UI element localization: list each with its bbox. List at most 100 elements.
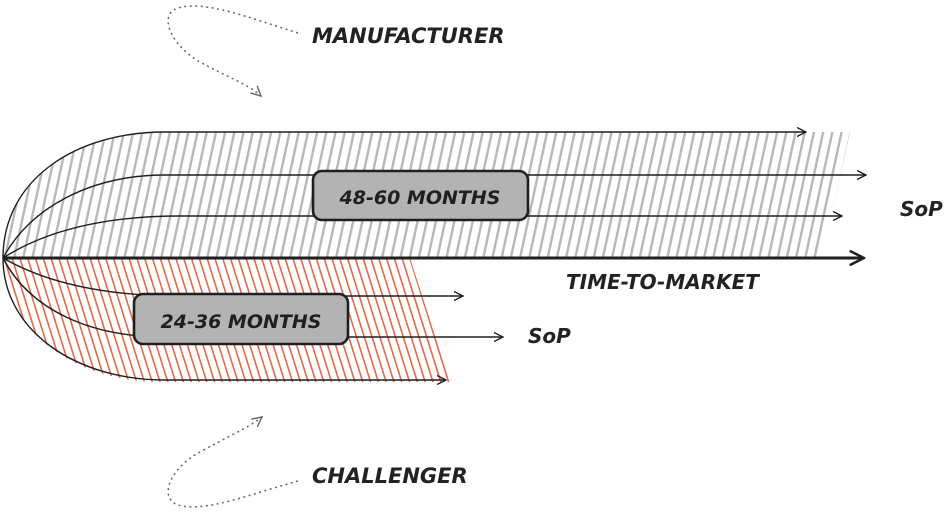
challenger-duration-box: 24-36 MONTHS bbox=[132, 292, 350, 346]
manufacturer-duration-text: 48-60 MONTHS bbox=[339, 187, 501, 209]
challenger-hatch-line bbox=[104, 258, 146, 382]
manufacturer-hatch-line bbox=[187, 132, 218, 258]
challenger-hatch-line bbox=[41, 258, 84, 382]
manufacturer-hatch-line bbox=[619, 132, 650, 258]
manufacturer-path-middle bbox=[2, 175, 866, 259]
manufacturer-hatch-line bbox=[592, 132, 623, 258]
manufacturer-hatch-line bbox=[730, 132, 761, 258]
manufacturer-hatch-line bbox=[803, 132, 834, 258]
challenger-hatch-line bbox=[10, 258, 53, 382]
manufacturer-hatch-line bbox=[739, 132, 770, 258]
manufacturer-path-bottom bbox=[2, 216, 842, 259]
challenger-hatch-line bbox=[96, 258, 138, 382]
manufacturer-loop-arrow bbox=[167, 5, 299, 96]
manufacturer-hatch-line bbox=[757, 132, 788, 258]
challenger-label: CHALLENGER bbox=[312, 464, 468, 488]
manufacturer-duration-box: 48-60 MONTHS bbox=[311, 169, 530, 222]
challenger-hatch-line bbox=[408, 258, 450, 382]
manufacturer-hatch-line bbox=[656, 132, 687, 258]
manufacturer-hatch-line bbox=[601, 132, 632, 258]
challenger-hatch-line bbox=[49, 258, 92, 382]
challenger-hatch-line bbox=[80, 258, 123, 382]
manufacturer-hatch-line bbox=[270, 132, 301, 258]
challenger-hatch-line bbox=[65, 258, 107, 382]
manufacturer-hatch-line bbox=[693, 132, 724, 258]
manufacturer-hatch-line bbox=[205, 132, 236, 258]
manufacturer-hatch-line bbox=[527, 132, 558, 258]
manufacturer-hatch-line bbox=[132, 132, 163, 258]
manufacturer-hatch-line bbox=[242, 132, 273, 258]
manufacturer-hatch-line bbox=[647, 132, 678, 258]
manufacturer-hatch-line bbox=[794, 132, 825, 258]
manufacturer-hatch-line bbox=[251, 132, 282, 258]
manufacturer-hatch-line bbox=[168, 132, 200, 258]
manufacturer-hatch-line bbox=[518, 132, 549, 258]
challenger-duration-text: 24-36 MONTHS bbox=[161, 311, 322, 333]
manufacturer-hatch-line bbox=[776, 132, 807, 258]
manufacturer-hatch-line bbox=[610, 132, 641, 258]
challenger-hatch-line bbox=[377, 258, 419, 382]
challenger-hatch-line bbox=[26, 258, 68, 382]
manufacturer-hatch-line bbox=[141, 132, 172, 258]
challenger-hatch-line bbox=[88, 258, 131, 382]
manufacturer-path-top bbox=[2, 132, 806, 259]
challenger-hatch-line bbox=[3, 258, 14, 382]
challenger-hatch-line bbox=[338, 258, 380, 382]
manufacturer-hatch-line bbox=[665, 132, 696, 258]
manufacturer-hatch-line bbox=[214, 132, 246, 258]
manufacturer-hatch-line bbox=[224, 132, 255, 258]
challenger-hatch-line bbox=[346, 258, 388, 382]
manufacturer-hatch-line bbox=[159, 132, 190, 258]
manufacturer-hatch-line bbox=[684, 132, 715, 258]
manufacturer-hatch-line bbox=[849, 132, 850, 258]
manufacturer-hatch-line bbox=[233, 132, 264, 258]
manufacturer-hatch-line bbox=[628, 132, 660, 258]
manufacturer-hatch-line bbox=[564, 132, 595, 258]
time-to-market-label: TIME-TO-MARKET bbox=[566, 270, 760, 294]
challenger-hatch-line bbox=[416, 258, 450, 382]
manufacturer-label: MANUFACTURER bbox=[312, 24, 505, 48]
manufacturer-hatch-line bbox=[196, 132, 227, 258]
manufacturer-hatch-line bbox=[536, 132, 568, 258]
manufacturer-hatch-line bbox=[150, 132, 181, 258]
manufacturer-hatch-line bbox=[58, 132, 89, 258]
challenger-hatch-line bbox=[73, 258, 115, 382]
manufacturer-hatch-area bbox=[3, 132, 850, 258]
manufacturer-hatch-line bbox=[638, 132, 669, 258]
manufacturer-hatch-line bbox=[785, 132, 816, 258]
manufacturer-hatch-line bbox=[260, 132, 292, 258]
manufacturer-hatch-line bbox=[67, 132, 98, 258]
manufacturer-hatch-line bbox=[95, 132, 126, 258]
challenger-path-bottom bbox=[2, 257, 446, 380]
challenger-hatch-line bbox=[392, 258, 435, 382]
manufacturer-sop-label: SoP bbox=[900, 197, 943, 221]
manufacturer-hatch-line bbox=[582, 132, 614, 258]
manufacturer-hatch-line bbox=[3, 132, 25, 258]
manufacturer-hatch-line bbox=[546, 132, 577, 258]
challenger-hatch-line bbox=[57, 258, 99, 382]
manufacturer-hatch-line bbox=[702, 132, 733, 258]
challenger-sop-label: SoP bbox=[528, 324, 571, 348]
challenger-hatch-line bbox=[369, 258, 411, 382]
manufacturer-hatch-line bbox=[76, 132, 108, 258]
manufacturer-hatch-line bbox=[573, 132, 604, 258]
manufacturer-hatch-line bbox=[748, 132, 779, 258]
challenger-hatch-line bbox=[385, 258, 427, 382]
manufacturer-hatch-line bbox=[812, 132, 844, 258]
challenger-hatch-line bbox=[361, 258, 404, 382]
manufacturer-hatch-line bbox=[720, 132, 752, 258]
manufacturer-hatch-line bbox=[711, 132, 742, 258]
manufacturer-hatch-line bbox=[555, 132, 586, 258]
challenger-hatch-line bbox=[353, 258, 396, 382]
manufacturer-hatch-line bbox=[288, 132, 319, 258]
manufacturer-hatch-line bbox=[86, 132, 117, 258]
manufacturer-hatch-line bbox=[3, 132, 16, 258]
manufacturer-hatch-line bbox=[122, 132, 154, 258]
manufacturer-hatch-line bbox=[178, 132, 209, 258]
manufacturer-hatch-line bbox=[279, 132, 310, 258]
manufacturer-hatch-line bbox=[766, 132, 798, 258]
manufacturer-hatch-line bbox=[113, 132, 144, 258]
challenger-loop-arrow bbox=[167, 417, 299, 508]
manufacturer-hatch-line bbox=[104, 132, 135, 258]
